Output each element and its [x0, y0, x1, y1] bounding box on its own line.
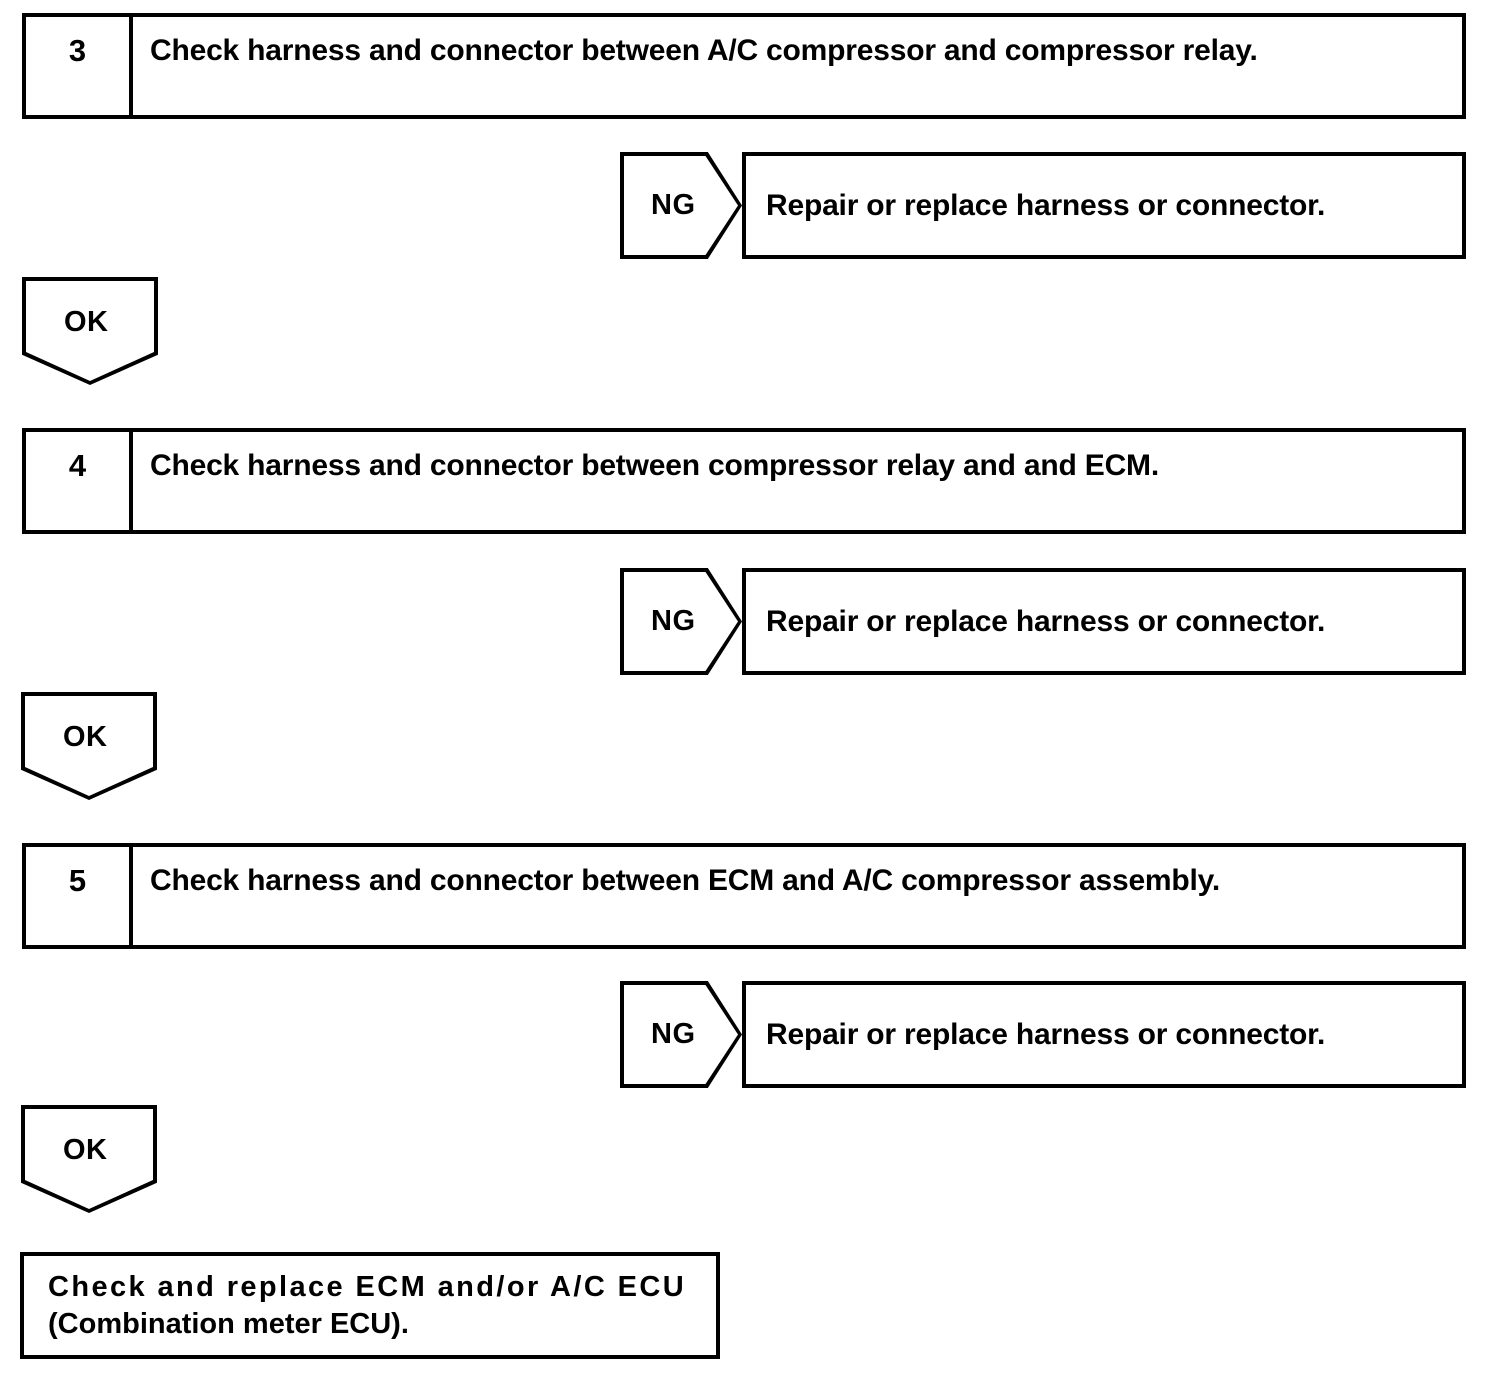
ng-marker-5-inner: NG	[624, 985, 738, 1084]
conclusion-box[interactable]: Check and replace ECM and/or A/C ECU (Co…	[20, 1252, 720, 1359]
conclusion-line-1: Check and replace ECM and/or A/C ECU	[48, 1271, 687, 1304]
ng-label-5: NG	[651, 1018, 696, 1050]
step-text-cell-3: Check harness and connector between A/C …	[133, 17, 1462, 115]
step-number-cell-5: 5	[26, 847, 133, 945]
step-box-3[interactable]: 3 Check harness and connector between A/…	[22, 13, 1466, 119]
step-box-4[interactable]: 4 Check harness and connector between co…	[22, 428, 1466, 534]
ng-label-4: NG	[651, 605, 696, 637]
ok-label-5: OK	[63, 1134, 108, 1166]
ng-marker-4[interactable]: NG	[620, 568, 742, 675]
step-instruction-4: Check harness and connector between comp…	[150, 449, 1159, 482]
step-number-5: 5	[68, 863, 87, 898]
ng-marker-3-inner: NG	[624, 156, 738, 255]
ok-marker-5-inner: OK	[25, 1109, 153, 1209]
ng-marker-4-inner: NG	[624, 572, 738, 671]
step-instruction-3: Check harness and connector between A/C …	[150, 34, 1258, 67]
step-number-cell-4: 4	[26, 432, 133, 530]
step-text-cell-5: Check harness and connector between ECM …	[133, 847, 1462, 945]
step-text-cell-4: Check harness and connector between comp…	[133, 432, 1462, 530]
ok-label-3: OK	[64, 306, 109, 338]
step-number-4: 4	[68, 448, 87, 483]
ok-marker-4-inner: OK	[25, 696, 153, 796]
repair-text-4: Repair or replace harness or connector.	[766, 604, 1326, 638]
step-instruction-5: Check harness and connector between ECM …	[150, 864, 1221, 897]
repair-box-3[interactable]: Repair or replace harness or connector.	[742, 152, 1466, 259]
ok-marker-4[interactable]: OK	[21, 692, 157, 800]
step-box-5[interactable]: 5 Check harness and connector between EC…	[22, 843, 1466, 949]
step-number-cell-3: 3	[26, 17, 133, 115]
conclusion-line-2: (Combination meter ECU).	[48, 1307, 409, 1340]
repair-box-4[interactable]: Repair or replace harness or connector.	[742, 568, 1466, 675]
ng-marker-3[interactable]: NG	[620, 152, 742, 259]
repair-text-5: Repair or replace harness or connector.	[766, 1017, 1326, 1051]
ng-marker-5[interactable]: NG	[620, 981, 742, 1088]
ok-label-4: OK	[63, 721, 108, 753]
step-number-3: 3	[68, 33, 87, 68]
ok-marker-5[interactable]: OK	[21, 1105, 157, 1213]
repair-text-3: Repair or replace harness or connector.	[766, 188, 1326, 222]
ok-marker-3[interactable]: OK	[22, 277, 158, 385]
ok-marker-3-inner: OK	[26, 281, 154, 381]
repair-box-5[interactable]: Repair or replace harness or connector.	[742, 981, 1466, 1088]
ng-label-3: NG	[651, 189, 696, 221]
